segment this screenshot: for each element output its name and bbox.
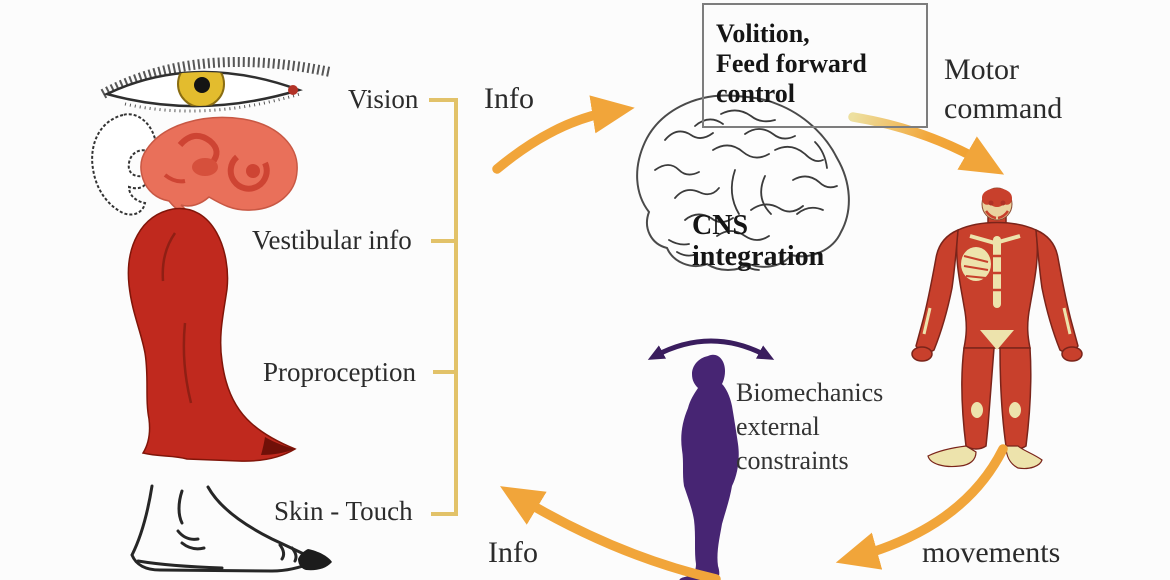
cochlea-outer xyxy=(227,154,270,192)
sensory-bracket xyxy=(429,98,458,516)
label-proprioception: Proproception xyxy=(263,357,416,387)
body-right-hand xyxy=(1061,346,1083,362)
human-silhouette-illustration xyxy=(679,354,739,580)
volition-line1: Volition, xyxy=(716,19,810,48)
leg-silhouette xyxy=(127,207,297,462)
cns-line1: CNS xyxy=(692,210,749,241)
eye-corner xyxy=(288,85,298,95)
label-biomechanics: Biomechanics external constraints xyxy=(736,376,883,478)
pupil xyxy=(194,77,210,93)
label-vestibular-info: Vestibular info xyxy=(252,225,412,255)
muscular-body-illustration xyxy=(911,187,1083,470)
bio-line3: constraints xyxy=(736,446,849,475)
motor-line2: command xyxy=(944,92,1063,125)
bio-line1: Biomechanics xyxy=(736,378,884,407)
body-forearm-lines xyxy=(922,307,1072,335)
arrow-info-to-cns xyxy=(492,95,635,174)
brain-illustration xyxy=(636,94,850,271)
label-info-top: Info xyxy=(484,82,534,115)
vestibule xyxy=(192,158,218,176)
label-info-bottom: Info xyxy=(488,536,538,569)
volition-line2: Feed forward xyxy=(716,49,867,78)
body-jaw-muscles xyxy=(984,210,1010,220)
body-left-knee xyxy=(971,402,983,418)
label-skin-touch: Skin - Touch xyxy=(274,496,413,526)
body-right-eye xyxy=(1000,200,1006,206)
outer-ear-sketch xyxy=(91,113,157,216)
ear-detail xyxy=(163,173,186,184)
leg-toe-shadow xyxy=(261,437,295,455)
brain-outline xyxy=(636,94,850,271)
body-rib-lines xyxy=(963,255,989,279)
cochlea-center xyxy=(246,164,260,178)
volition-line3: control xyxy=(716,79,795,108)
body-clavicle xyxy=(969,234,1021,246)
body-left-eye xyxy=(988,200,994,206)
inner-ear-illustration xyxy=(91,113,298,223)
eye-illustration xyxy=(100,56,332,113)
leg-muscle-lines xyxy=(161,232,193,404)
arrow-motor-command xyxy=(848,112,1005,175)
eyelash-strokes xyxy=(100,56,332,99)
foot-illustration xyxy=(130,484,332,573)
body-left-foot xyxy=(927,445,977,468)
label-cns-integration: CNS integration xyxy=(692,210,824,272)
volition-feedforward-box: Volition, Feed forward control xyxy=(702,3,928,128)
label-motor-command: Motor command xyxy=(944,50,1062,128)
label-movements: movements xyxy=(922,536,1061,569)
foot-toes xyxy=(298,549,332,571)
body-left-hand xyxy=(911,346,933,362)
bio-line2: external xyxy=(736,412,820,441)
body-pelvis xyxy=(980,330,1014,350)
cns-line2: integration xyxy=(692,241,825,272)
sway-double-arrow xyxy=(647,338,775,360)
leg-muscle-illustration xyxy=(127,207,297,462)
arrow-info-feedback xyxy=(500,486,721,580)
body-right-foot xyxy=(1005,445,1043,470)
silhouette-body xyxy=(679,354,739,580)
label-vision: Vision xyxy=(348,84,419,114)
body-abs-lines xyxy=(993,254,1001,292)
body-right-knee xyxy=(1009,402,1021,418)
motor-line1: Motor xyxy=(944,53,1019,86)
body-left-leg xyxy=(961,347,995,450)
arrow-movements xyxy=(835,444,1008,570)
body-ribcage xyxy=(961,247,991,281)
semicircular-canals xyxy=(177,132,220,165)
